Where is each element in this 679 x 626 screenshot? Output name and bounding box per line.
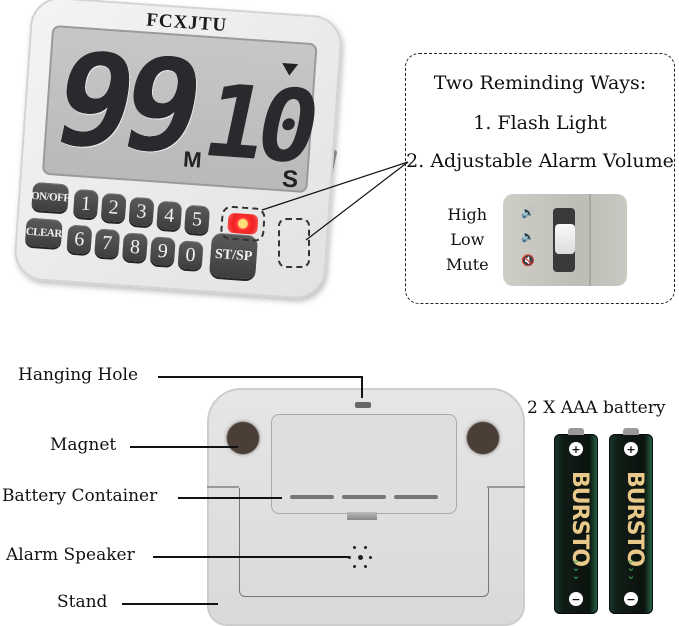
callout-lines [261, 161, 409, 241]
speaker-high-icon: 🔊 [521, 206, 535, 219]
magnet-label: Magnet [50, 435, 117, 455]
stand-leader [122, 603, 218, 605]
panel-seam [589, 194, 591, 286]
volume-high-label: High [447, 205, 488, 224]
reminding-ways-box: Two Reminding Ways: 1. Flash Light 2. Ad… [405, 53, 675, 304]
reminding-ways-title: Two Reminding Ways: [433, 72, 647, 94]
door-slot [342, 495, 386, 499]
alarm-speaker-leader [153, 556, 349, 558]
flash-light-item: 1. Flash Light [473, 112, 607, 134]
hanging-hole-leader-drop [361, 376, 363, 398]
alarm-speaker [347, 544, 373, 570]
door-latch [347, 512, 377, 520]
plus-icon: + [624, 442, 638, 456]
battery-brand: BURSTO [622, 471, 647, 567]
timer-back-view [207, 388, 525, 626]
magnet-left [223, 418, 263, 458]
hanging-hole [355, 402, 371, 408]
door-slot [394, 495, 438, 499]
volume-switch-closeup: 🔊 🔉 🔇 [503, 194, 627, 286]
battery-container[interactable] [271, 414, 457, 514]
volume-levels: High Low Mute [446, 202, 489, 277]
stand-edge [487, 486, 525, 488]
minus-icon: − [569, 592, 583, 606]
aaa-battery-2: + BURSTO ⌄⌄⌄ − [609, 428, 653, 614]
alarm-speaker-label: Alarm Speaker [6, 545, 135, 565]
alarm-volume-item: 2. Adjustable Alarm Volume [406, 150, 674, 172]
battery-brand: BURSTO [567, 471, 592, 567]
volume-switch-callout [278, 218, 310, 268]
stand-label: Stand [57, 592, 108, 612]
hanging-hole-label: Hanging Hole [18, 365, 139, 385]
battery-caption: 2 X AAA battery [527, 398, 666, 418]
volume-mute-label: Mute [446, 255, 489, 274]
battery-terminal [568, 428, 584, 435]
stand[interactable] [239, 488, 489, 597]
battery-container-label: Battery Container [2, 486, 158, 506]
chevron-down-icon: ⌄⌄⌄ [571, 553, 581, 582]
minus-icon: − [624, 592, 638, 606]
stand-edge [207, 486, 239, 488]
volume-slider-thumb[interactable] [555, 224, 575, 254]
hanging-hole-leader [158, 376, 362, 378]
battery-container-leader [178, 497, 282, 499]
speaker-low-icon: 🔉 [521, 230, 535, 243]
volume-low-label: Low [450, 230, 485, 249]
speaker-mute-icon: 🔇 [521, 254, 535, 267]
aaa-battery-1: + BURSTO ⌄⌄⌄ − [554, 428, 598, 614]
plus-icon: + [569, 442, 583, 456]
chevron-down-icon: ⌄⌄⌄ [626, 553, 636, 582]
magnet-right [463, 418, 503, 458]
door-slot [290, 495, 334, 499]
battery-terminal [623, 428, 639, 435]
magnet-leader [130, 446, 238, 448]
